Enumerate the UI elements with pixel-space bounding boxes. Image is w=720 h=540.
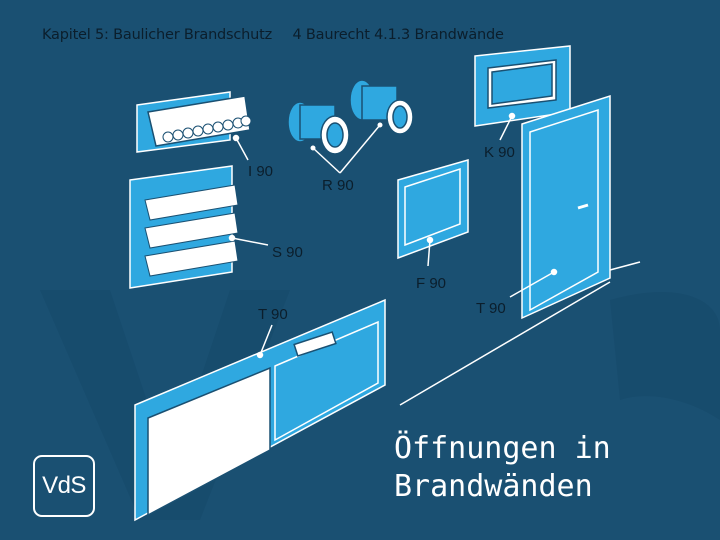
caption-line-1: Öffnungen in (394, 430, 611, 468)
vds-logo: VdS (33, 455, 95, 517)
label-i90: I 90 (248, 163, 273, 180)
label-t90-door: T 90 (476, 300, 506, 317)
label-t90-conveyor: T 90 (258, 306, 288, 323)
cable-duct-i90 (137, 92, 251, 160)
cable-bulkhead-s90 (130, 166, 268, 288)
label-k90: K 90 (484, 144, 515, 161)
fire-door-t90 (510, 96, 610, 318)
pipe-penetration-r90 (288, 80, 413, 173)
caption-line-2: Brandwänden (394, 468, 611, 506)
label-s90: S 90 (272, 244, 303, 261)
floor-line (610, 262, 640, 270)
label-f90: F 90 (416, 275, 446, 292)
label-r90: R 90 (322, 177, 354, 194)
fire-window-f90 (398, 160, 468, 266)
